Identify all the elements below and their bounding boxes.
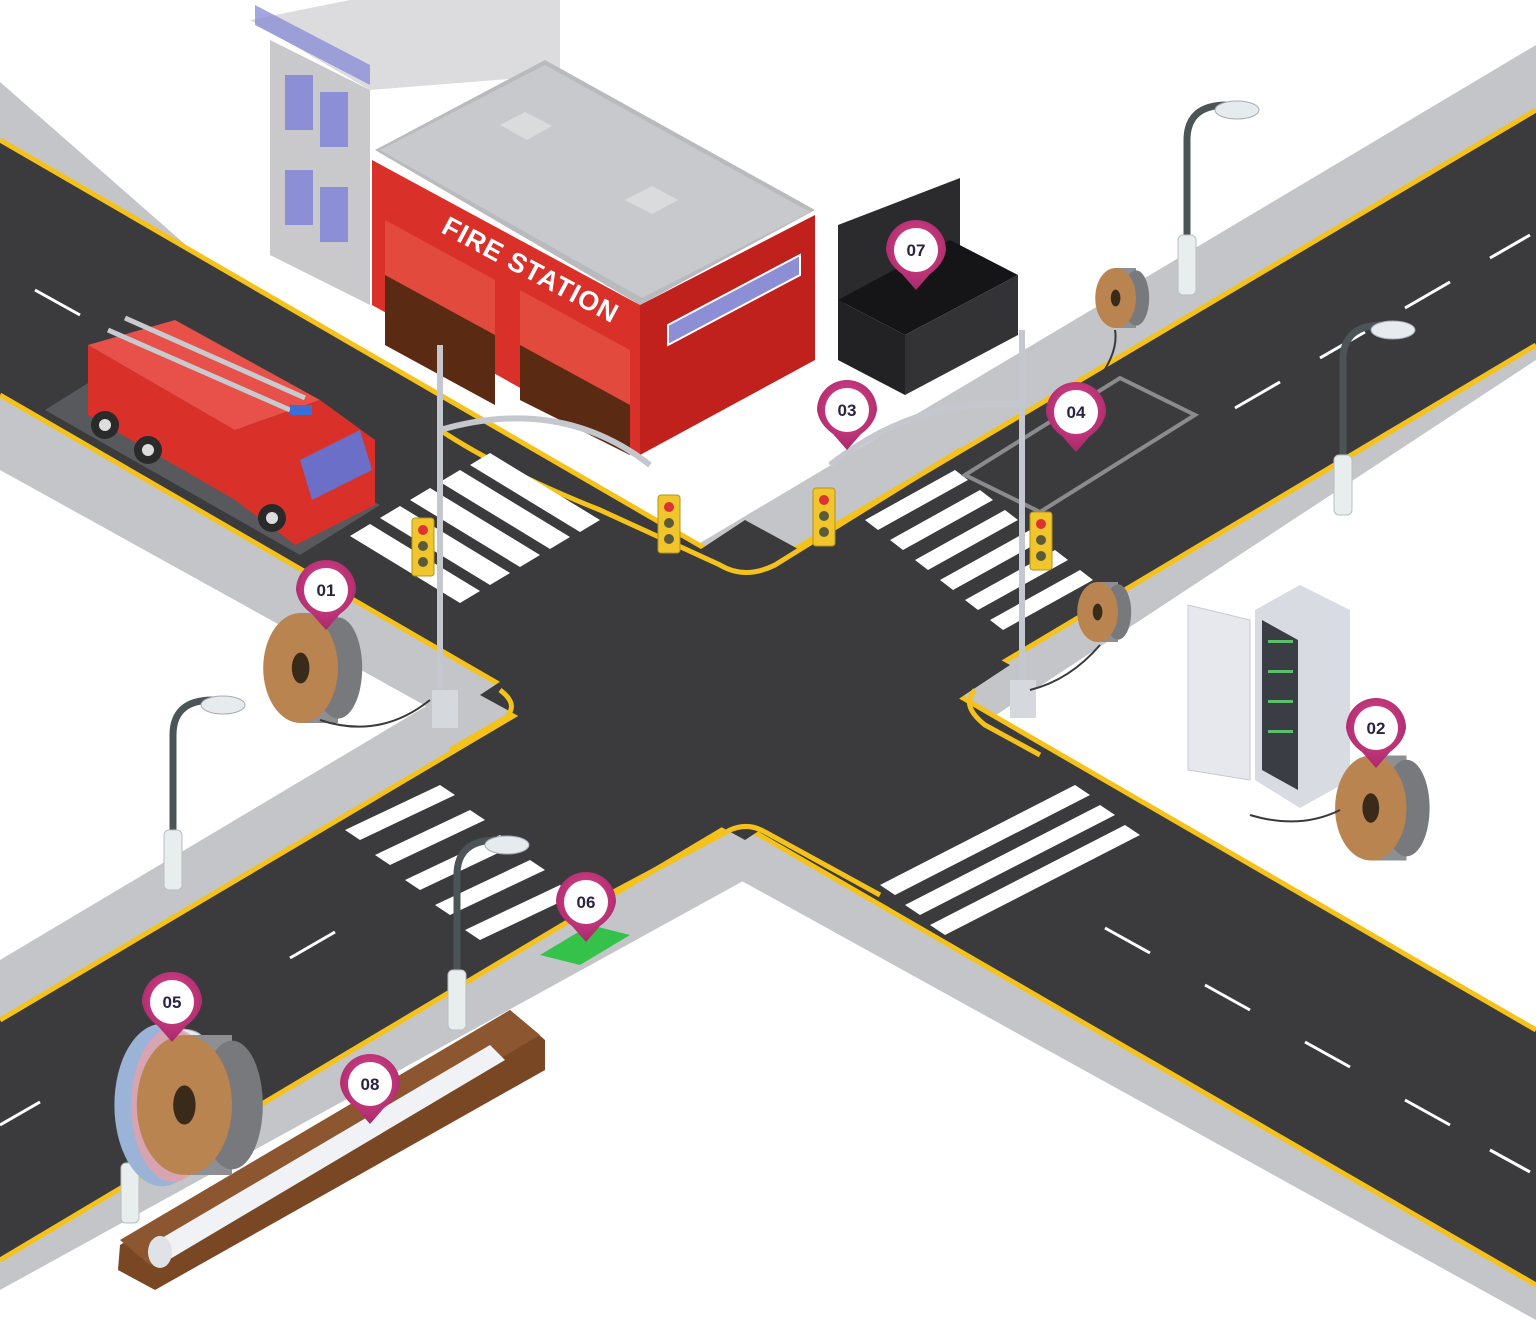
marker-08-label: 08 (361, 1075, 380, 1094)
marker-07[interactable]: 07 (886, 220, 946, 290)
marker-07-label: 07 (907, 241, 926, 260)
marker-05[interactable]: 05 (142, 972, 202, 1042)
fire-truck (45, 315, 380, 555)
marker-03[interactable]: 03 (817, 380, 877, 450)
location-markers: 01 02 03 04 05 06 07 (142, 220, 1406, 1124)
marker-01-label: 01 (317, 581, 336, 600)
traffic-signals (411, 330, 1053, 728)
marker-08[interactable]: 08 (340, 1054, 400, 1124)
cable-reels (114, 268, 1430, 1187)
marker-02[interactable]: 02 (1346, 698, 1406, 768)
marker-02-label: 02 (1367, 719, 1386, 738)
marker-03-label: 03 (838, 401, 857, 420)
marker-06[interactable]: 06 (556, 872, 616, 942)
green-pad (540, 925, 630, 965)
intersection-center (438, 427, 1042, 918)
marker-04[interactable]: 04 (1046, 382, 1106, 452)
open-cabinet (838, 178, 1018, 395)
marker-01[interactable]: 01 (296, 560, 356, 630)
marker-05-label: 05 (163, 993, 182, 1012)
marker-04-label: 04 (1067, 403, 1086, 422)
crosswalk-south (880, 785, 1140, 935)
crosswalk-east (865, 470, 1093, 630)
marker-06-label: 06 (577, 893, 596, 912)
fire-station: FIRE STATION (250, 0, 815, 455)
conduit-trench (118, 1010, 545, 1290)
server-rack (1187, 585, 1350, 808)
